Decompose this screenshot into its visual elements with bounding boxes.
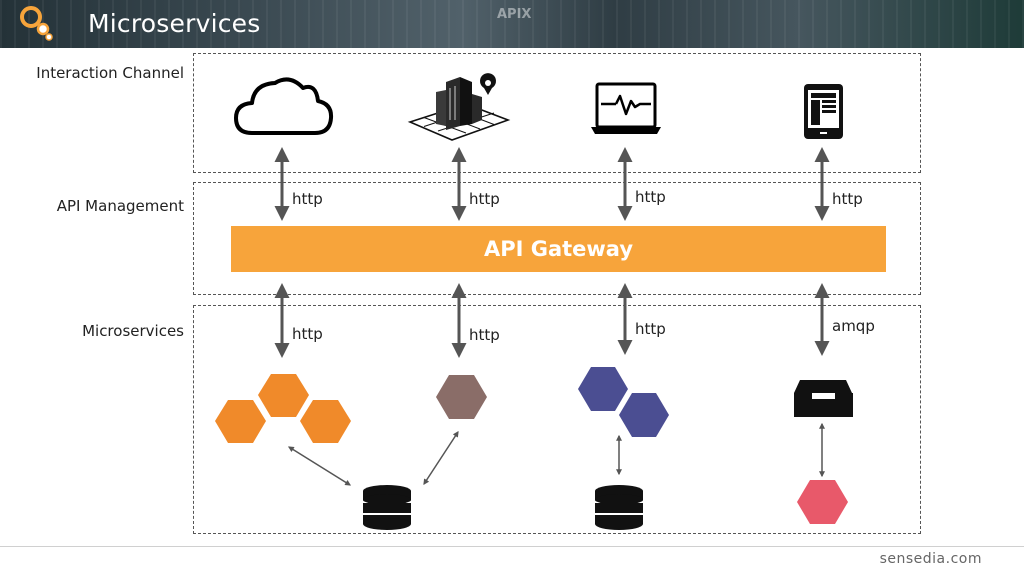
message-queue-tray-icon <box>794 380 853 417</box>
arrow-orange-database <box>287 446 352 486</box>
footer-divider <box>0 546 1024 547</box>
red-service-hexagon <box>797 480 848 524</box>
service-hexagon <box>578 367 628 411</box>
protocol-label: http <box>292 325 323 343</box>
arrow-brown-database <box>423 430 459 486</box>
cloud-icon <box>234 77 334 135</box>
layer-label-interaction: Interaction Channel <box>36 64 184 82</box>
protocol-label: http <box>469 190 500 208</box>
service-hexagon <box>619 393 669 437</box>
api-gateway-bar: API Gateway <box>231 226 886 272</box>
protocol-label: http <box>635 320 666 338</box>
sensedia-bubbles-logo-icon <box>20 6 53 41</box>
layer-label-management: API Management <box>56 197 184 215</box>
header-texture <box>0 0 1024 48</box>
shared-database-icon <box>362 485 412 530</box>
protocol-label: http <box>469 326 500 344</box>
protocol-label: http <box>635 188 666 206</box>
interaction-channel-box <box>193 53 921 173</box>
microservices-box <box>193 305 921 534</box>
header-bar: APIX Microservices <box>0 0 1024 48</box>
brand-footer: sensedia.com <box>879 551 982 567</box>
protocol-label: http <box>832 190 863 208</box>
protocol-label: amqp <box>832 317 875 335</box>
service-hexagon <box>215 400 266 443</box>
brown-service-hexagon <box>436 375 487 419</box>
api-gateway-label: API Gateway <box>483 237 634 261</box>
service-hexagon <box>300 400 351 443</box>
tablet-icon <box>804 84 843 139</box>
api-management-box <box>193 182 921 295</box>
indigo-database-icon <box>594 485 644 530</box>
indigo-service-hexagons <box>578 367 669 437</box>
service-hexagon <box>258 374 309 417</box>
header-background-sign: APIX <box>497 7 532 22</box>
protocol-label: http <box>292 190 323 208</box>
laptop-monitor-icon <box>591 82 661 134</box>
orange-service-hexagons <box>215 374 351 443</box>
layer-label-microservices: Microservices <box>82 322 184 340</box>
city-building-pin-icon <box>407 73 511 141</box>
page-title: Microservices <box>88 9 261 38</box>
